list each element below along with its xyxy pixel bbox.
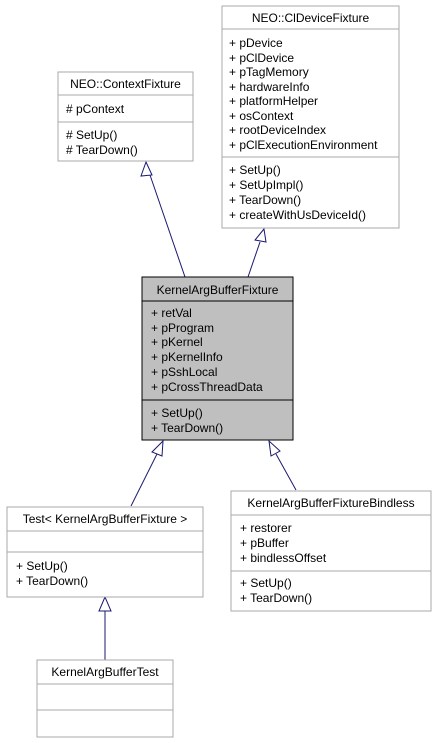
- method: + SetUp(): [240, 576, 292, 590]
- inheritance-edges: [98, 160, 297, 660]
- edge-kernel-arg-buffer-fixture-to-context-fixture: [140, 160, 186, 278]
- attribute: # pContext: [66, 102, 125, 116]
- method: + TearDown(): [16, 574, 88, 588]
- attribute: + rootDeviceIndex: [229, 123, 326, 137]
- class-box-cl-device-fixture[interactable]: NEO::ClDeviceFixture + pDevice + pClDevi…: [221, 5, 400, 229]
- edge-test-to-kernel-arg-buffer-fixture: [130, 439, 164, 507]
- class-name: NEO::ClDeviceFixture: [252, 11, 370, 25]
- attribute: + restorer: [240, 521, 292, 535]
- attribute: + pKernel: [151, 335, 203, 349]
- attribute: + platformHelper: [229, 94, 318, 108]
- attribute: + pKernelInfo: [151, 350, 223, 364]
- attribute: + hardwareInfo: [229, 80, 310, 94]
- class-box-context-fixture[interactable]: NEO::ContextFixture # pContext # SetUp()…: [57, 71, 194, 162]
- class-name: NEO::ContextFixture: [70, 77, 181, 91]
- method: # SetUp(): [66, 128, 117, 142]
- attribute: + osContext: [229, 109, 294, 123]
- edge-bindless-to-kernel-arg-buffer-fixture: [268, 439, 297, 491]
- attribute: + pClExecutionEnvironment: [229, 138, 378, 152]
- method: + TearDown(): [240, 591, 312, 605]
- attribute: + pDevice: [229, 36, 283, 50]
- class-name: KernelArgBufferTest: [51, 665, 159, 679]
- attribute: + pCrossThreadData: [151, 380, 263, 394]
- class-box-kernel-arg-buffer-fixture[interactable]: KernelArgBufferFixture + retVal + pProgr…: [141, 276, 294, 441]
- class-box-kernel-arg-buffer-fixture-bindless[interactable]: KernelArgBufferFixtureBindless + restore…: [230, 490, 432, 612]
- class-box-kernel-arg-buffer-test[interactable]: KernelArgBufferTest: [36, 659, 174, 738]
- attribute: + retVal: [151, 306, 192, 320]
- edge-kernel-arg-buffer-test-to-test: [98, 595, 112, 660]
- method: # TearDown(): [66, 143, 138, 157]
- class-name: KernelArgBufferFixture: [157, 283, 279, 297]
- method: + SetUpImpl(): [229, 178, 303, 192]
- attribute: + pTagMemory: [229, 65, 309, 79]
- class-box-test-kernel-arg-buffer-fixture[interactable]: Test< KernelArgBufferFixture > + SetUp()…: [6, 506, 204, 598]
- class-name: KernelArgBufferFixtureBindless: [247, 496, 414, 510]
- attribute: + pClDevice: [229, 51, 294, 65]
- method: + TearDown(): [229, 193, 301, 207]
- method: + SetUp(): [151, 406, 203, 420]
- edge-kernel-arg-buffer-fixture-to-cl-device-fixture: [247, 227, 267, 278]
- attribute: + bindlessOffset: [240, 551, 327, 565]
- method: + TearDown(): [151, 421, 223, 435]
- attribute: + pBuffer: [240, 536, 289, 550]
- method: + SetUp(): [229, 163, 281, 177]
- method: + createWithUsDeviceId(): [229, 208, 366, 222]
- attribute: + pProgram: [151, 321, 214, 335]
- class-name: Test< KernelArgBufferFixture >: [23, 512, 188, 526]
- attribute: + pSshLocal: [151, 365, 217, 379]
- method: + SetUp(): [16, 559, 68, 573]
